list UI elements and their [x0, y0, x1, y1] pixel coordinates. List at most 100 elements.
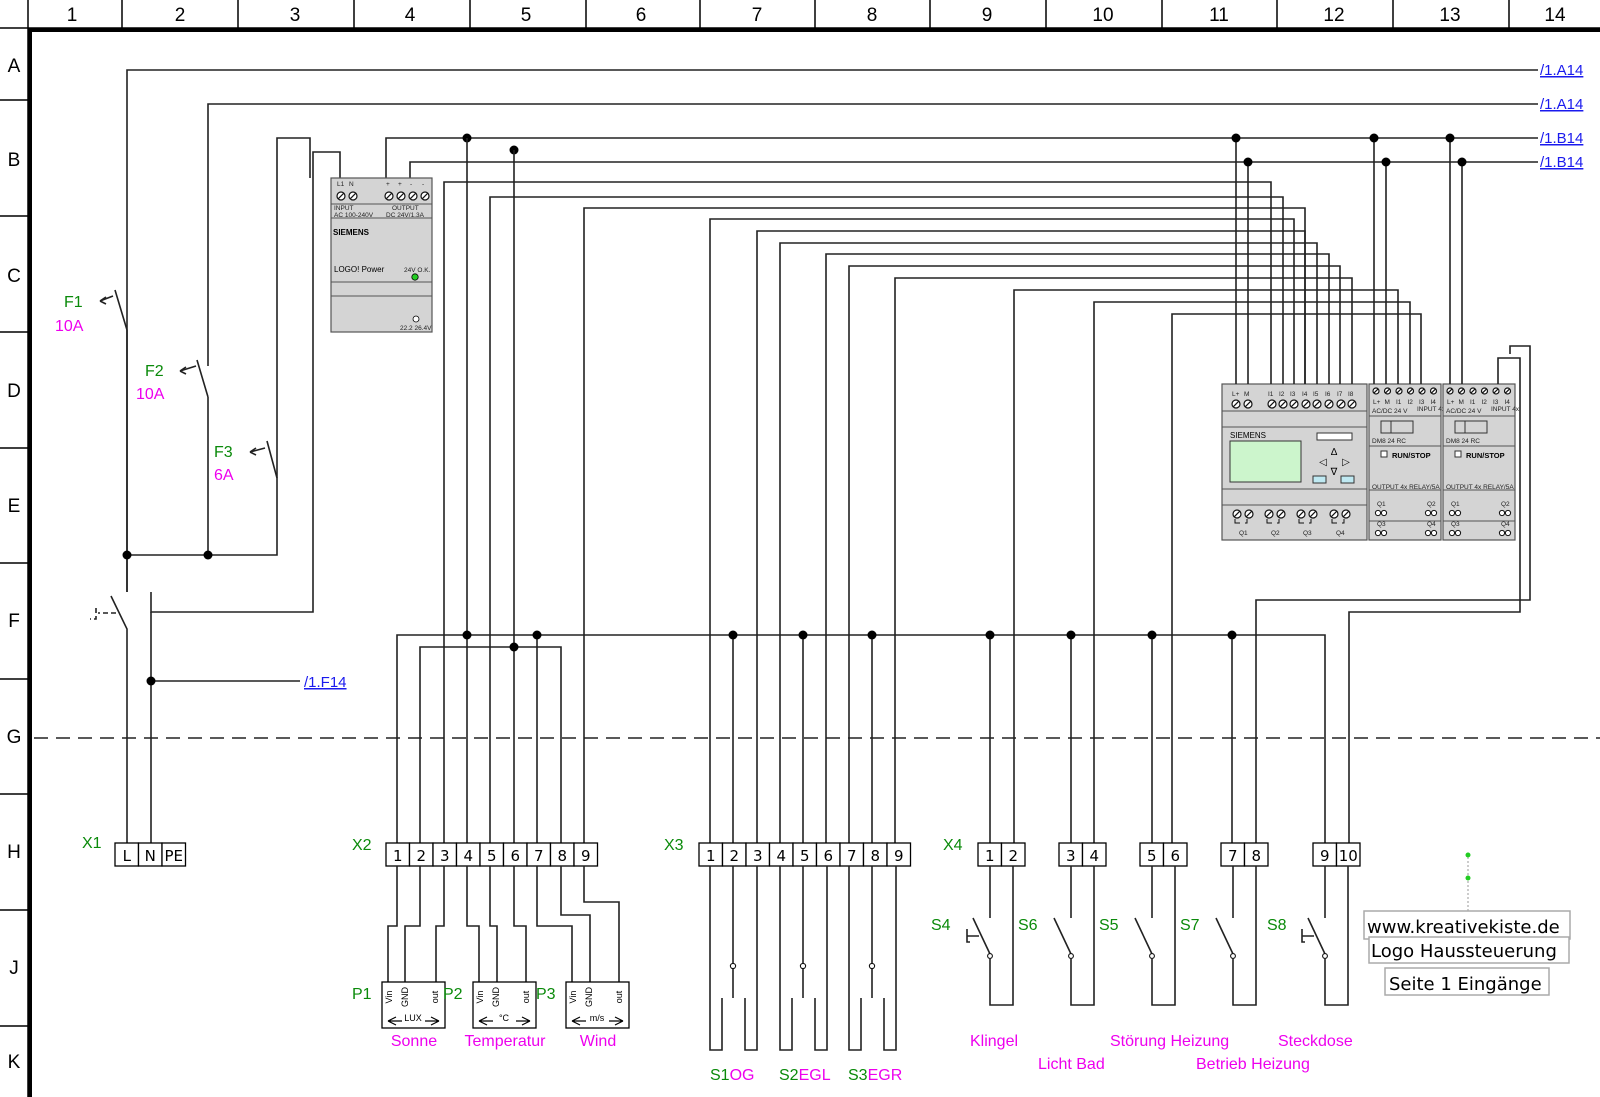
sensor-pin-label: Vin [568, 991, 578, 1004]
ps-ok-label: 24V O.K. [404, 267, 431, 274]
wire [1134, 917, 1153, 955]
arrow-left-icon[interactable]: ◁ [1319, 457, 1327, 468]
wire [848, 866, 862, 1051]
expansion-output-label: OUTPUT 4x RELAY/5A [1446, 484, 1514, 491]
breaker-f3 [127, 440, 278, 556]
logo-input-label: I5 [1313, 391, 1319, 398]
expansion-term-label: I1 [1396, 399, 1402, 406]
switch-tag: S8 [1267, 917, 1287, 934]
expansion-supply: AC/DC 24 V [1446, 408, 1482, 415]
junction-dot [1381, 157, 1391, 167]
screw-terminal-icon [1276, 509, 1286, 519]
screw-terminal-icon [420, 191, 430, 201]
ps-term-label: L1 [337, 181, 345, 188]
website-label: www.kreativekiste.de [1367, 917, 1560, 938]
adjust-pot-icon[interactable] [412, 315, 420, 323]
arrow-down-icon[interactable]: ∇ [1330, 467, 1338, 478]
column-labels: 1 2 3 4 5 6 7 8 9 10 11 12 13 14 [67, 5, 1566, 26]
breaker-tag: F1 [64, 294, 83, 311]
runstop-label: RUN/STOP [1392, 451, 1431, 460]
logo-output-label: Q3 [1303, 530, 1312, 537]
sensor-pin-label: GND [400, 987, 410, 1008]
esc-key[interactable] [1312, 475, 1327, 484]
logo-input-label: I2 [1279, 391, 1285, 398]
col-label: 12 [1323, 5, 1344, 26]
expansion-term-label: I4 [1505, 399, 1511, 406]
expansion-output-term: Q4 [1427, 521, 1436, 528]
expansion-term-label: M [1385, 399, 1390, 406]
sensor-pin-label: GND [491, 987, 501, 1008]
col-label: 3 [290, 5, 301, 26]
junction-dot [462, 630, 472, 640]
sensor-pin-label: GND [584, 987, 594, 1008]
screw-terminal-icon [1395, 387, 1403, 395]
cross-ref-link[interactable]: /1.B14 [1540, 130, 1583, 147]
switch-contact-icon [799, 962, 807, 970]
screw-terminal-icon [408, 191, 418, 201]
switch-s1: S1OG [710, 1067, 754, 1084]
junction-dot [203, 550, 213, 560]
input-wire [1013, 289, 1399, 854]
terminal-label: 4 [1089, 847, 1099, 865]
terminal-label: 8 [557, 847, 567, 865]
row-label: A [8, 56, 21, 77]
terminal-label: 7 [1228, 847, 1238, 865]
page-title: Seite 1 Eingänge [1389, 974, 1542, 995]
wire [814, 866, 828, 1051]
terminal-label: 7 [847, 847, 857, 865]
cross-ref-link[interactable]: /1.F14 [304, 674, 347, 691]
ps-output-label: OUTPUT [392, 205, 419, 212]
junction-dot [1457, 157, 1467, 167]
sensor-pin-label: out [521, 990, 531, 1003]
cross-ref-link[interactable]: /1.B14 [1540, 154, 1583, 171]
terminal-label: 2 [1008, 847, 1018, 865]
screw-terminal-icon [384, 191, 394, 201]
screw-terminal-icon [1329, 509, 1339, 519]
cross-ref-link[interactable]: /1.A14 [1540, 96, 1583, 113]
wire [1324, 866, 1349, 1006]
row-label: E [8, 496, 21, 517]
breaker-f1 [99, 289, 128, 555]
screw-terminal-icon [1406, 387, 1415, 395]
arrow-right-icon[interactable]: ▷ [1342, 457, 1350, 468]
range-arrow-icon [571, 1016, 624, 1026]
cross-ref-link[interactable]: /1.A14 [1540, 62, 1583, 79]
sensor-tag: P2 [443, 986, 463, 1003]
terminal-label: 9 [581, 847, 591, 865]
terminal[interactable] [573, 842, 599, 867]
terminal[interactable] [161, 842, 187, 867]
expansion-term-label: I3 [1493, 399, 1499, 406]
logo-input-label: I6 [1325, 391, 1331, 398]
screw-terminal-icon [1480, 387, 1489, 395]
main-switch [90, 555, 300, 854]
ps-name: LOGO! Power [334, 265, 385, 274]
runstop-label: RUN/STOP [1466, 451, 1505, 460]
col-label: 2 [175, 5, 186, 26]
ok-key[interactable] [1340, 475, 1355, 484]
strip-tag: X3 [664, 837, 684, 854]
terminal-label: 8 [870, 847, 880, 865]
expansion-term-label: I3 [1419, 399, 1425, 406]
switch-tag: S5 [1099, 917, 1119, 934]
logo-input-label: L+ [1232, 391, 1240, 398]
expansion-term-label: I2 [1408, 399, 1414, 406]
breaker-tag: F2 [145, 363, 164, 380]
terminal[interactable] [886, 842, 912, 867]
arrow-up-icon[interactable]: ∆ [1331, 447, 1338, 458]
row-label: B [8, 150, 21, 171]
junction-dot [1445, 133, 1455, 143]
ps-output-spec: DC 24V/1.3A [386, 212, 425, 219]
logo-display [1229, 440, 1302, 483]
ps-term-label: - [422, 181, 424, 188]
junction-dot [867, 630, 877, 640]
range-arrow-icon [478, 1016, 531, 1026]
terminal-label: L [123, 847, 132, 865]
logo-input-label: I4 [1302, 391, 1308, 398]
switch-tag: S7 [1180, 917, 1200, 934]
logo-wiring [462, 133, 1467, 384]
